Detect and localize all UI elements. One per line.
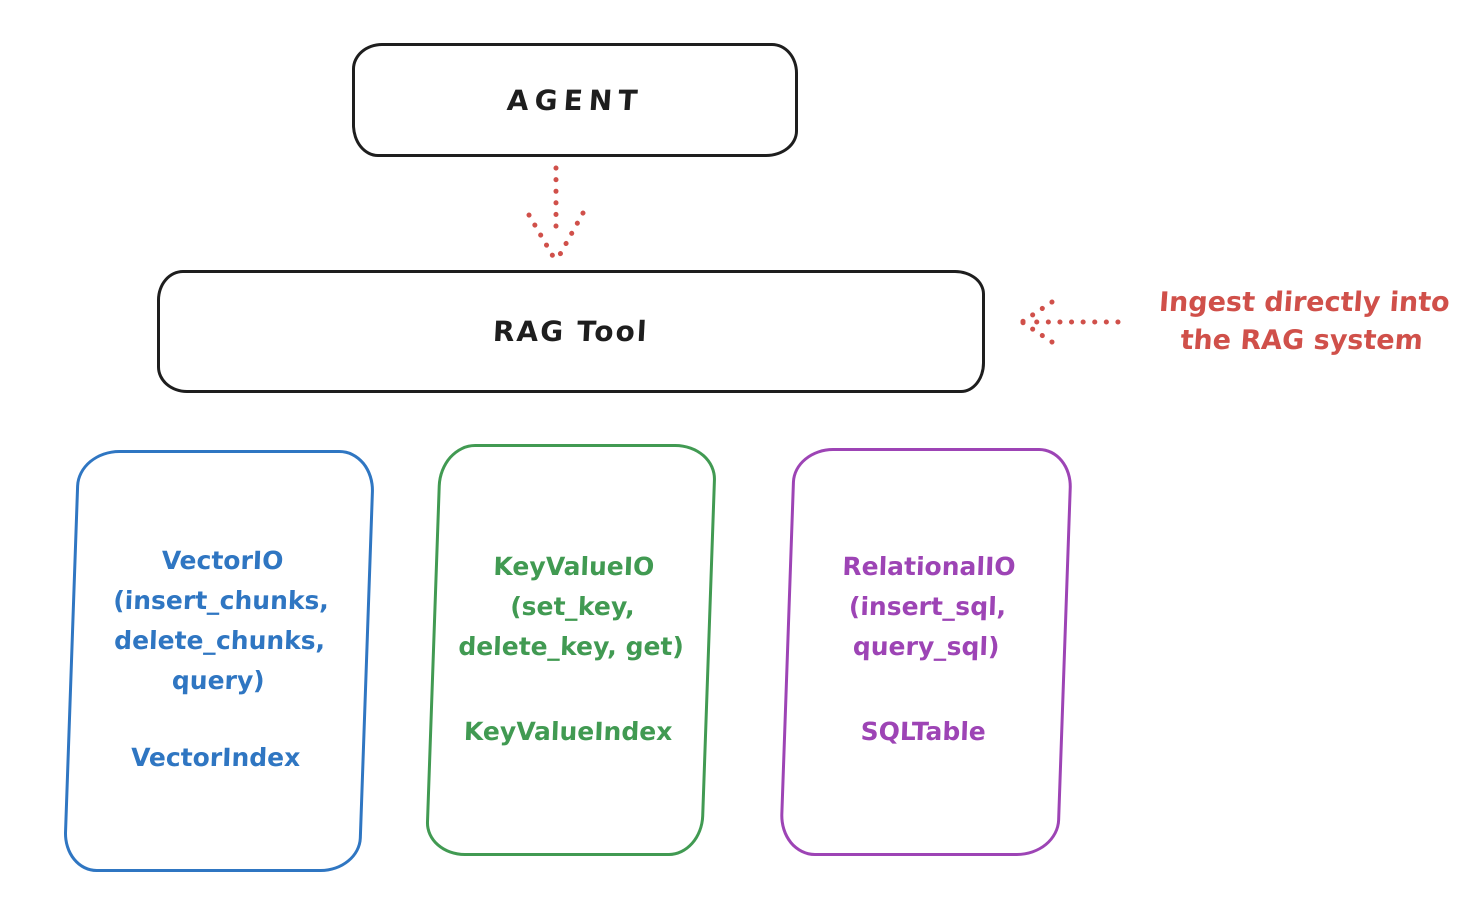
keyvalueio-title: KeyValueIO — [492, 552, 655, 581]
vectorio-box: VectorIO (insert_chunks, delete_chunks, … — [62, 450, 376, 872]
relationalio-title: RelationalIO — [841, 552, 1017, 581]
agent-box: AGENT — [352, 43, 798, 157]
keyvalueio-index-label: KeyValueIndex — [463, 717, 673, 746]
relationalio-index-label: SQLTable — [860, 717, 987, 746]
agent-label: AGENT — [505, 83, 645, 117]
agent-to-ragtool-arrow-icon — [526, 165, 586, 261]
vectorio-param-line: (insert_chunks, — [112, 586, 330, 615]
vectorio-title: VectorIO — [161, 546, 284, 575]
ingest-arrow-icon — [1019, 299, 1121, 345]
keyvalueio-param-line: (set_key, — [509, 592, 636, 621]
relationalio-param-line: (insert_sql, — [848, 592, 1007, 621]
keyvalueio-box: KeyValueIO (set_key, delete_key, get) Ke… — [424, 444, 718, 856]
keyvalueio-param-line: delete_key, get) — [457, 632, 685, 661]
ingest-annotation: Ingest directly into the RAG system — [1125, 284, 1480, 360]
ingest-annotation-line1: Ingest directly into — [1157, 287, 1451, 318]
relationalio-box: RelationalIO (insert_sql, query_sql) SQL… — [778, 448, 1074, 856]
vectorio-index-label: VectorIndex — [130, 743, 301, 772]
vectorio-param-line: query) — [171, 666, 266, 695]
rag-tool-box: RAG Tool — [157, 270, 985, 393]
rag-tool-label: RAG Tool — [492, 315, 650, 348]
vectorio-param-line: delete_chunks, — [113, 626, 326, 655]
ingest-annotation-line2: the RAG system — [1179, 325, 1424, 356]
relationalio-param-line: query_sql) — [852, 632, 1000, 661]
